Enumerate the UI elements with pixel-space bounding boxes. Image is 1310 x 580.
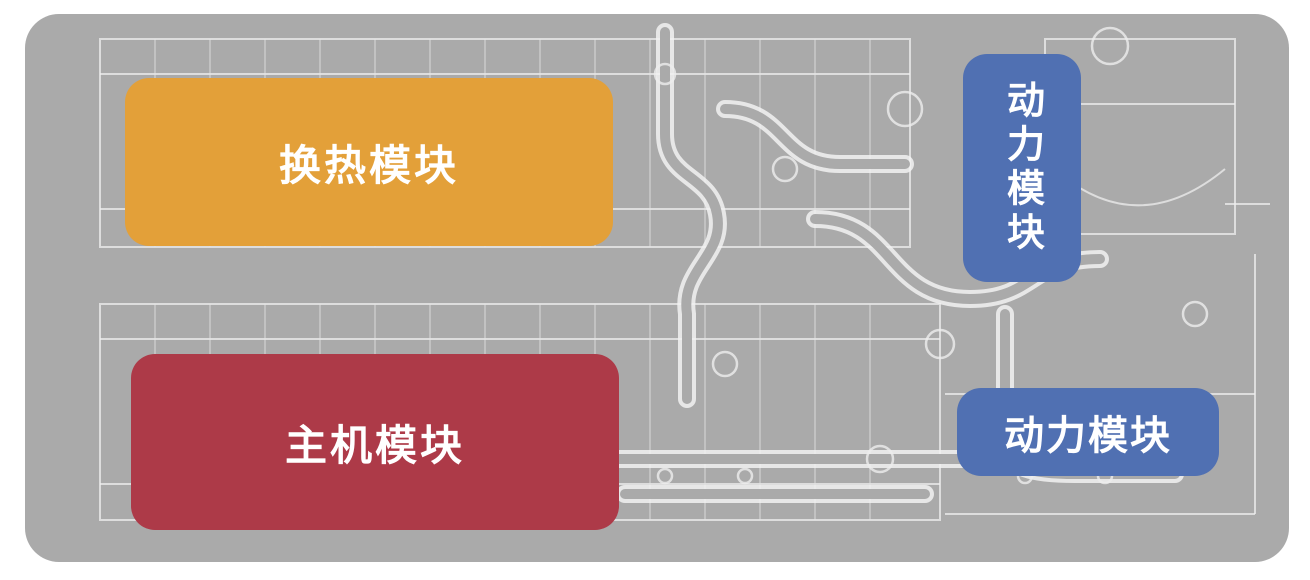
heat-exchange-module-text: 换热模块	[278, 141, 459, 189]
label-power-module-top: 动力模块	[963, 54, 1081, 282]
diagram-canvas: 换热模块 动力模块 主机模块 动力模块	[25, 14, 1289, 562]
label-heat-exchange-module: 换热模块	[125, 78, 613, 246]
label-power-module-bottom: 动力模块	[957, 388, 1219, 476]
power-module-top-text: 动力模块	[1000, 80, 1043, 256]
power-module-bottom-text: 动力模块	[1004, 414, 1172, 458]
main-engine-module-text: 主机模块	[284, 421, 465, 469]
label-main-engine-module: 主机模块	[131, 354, 619, 530]
